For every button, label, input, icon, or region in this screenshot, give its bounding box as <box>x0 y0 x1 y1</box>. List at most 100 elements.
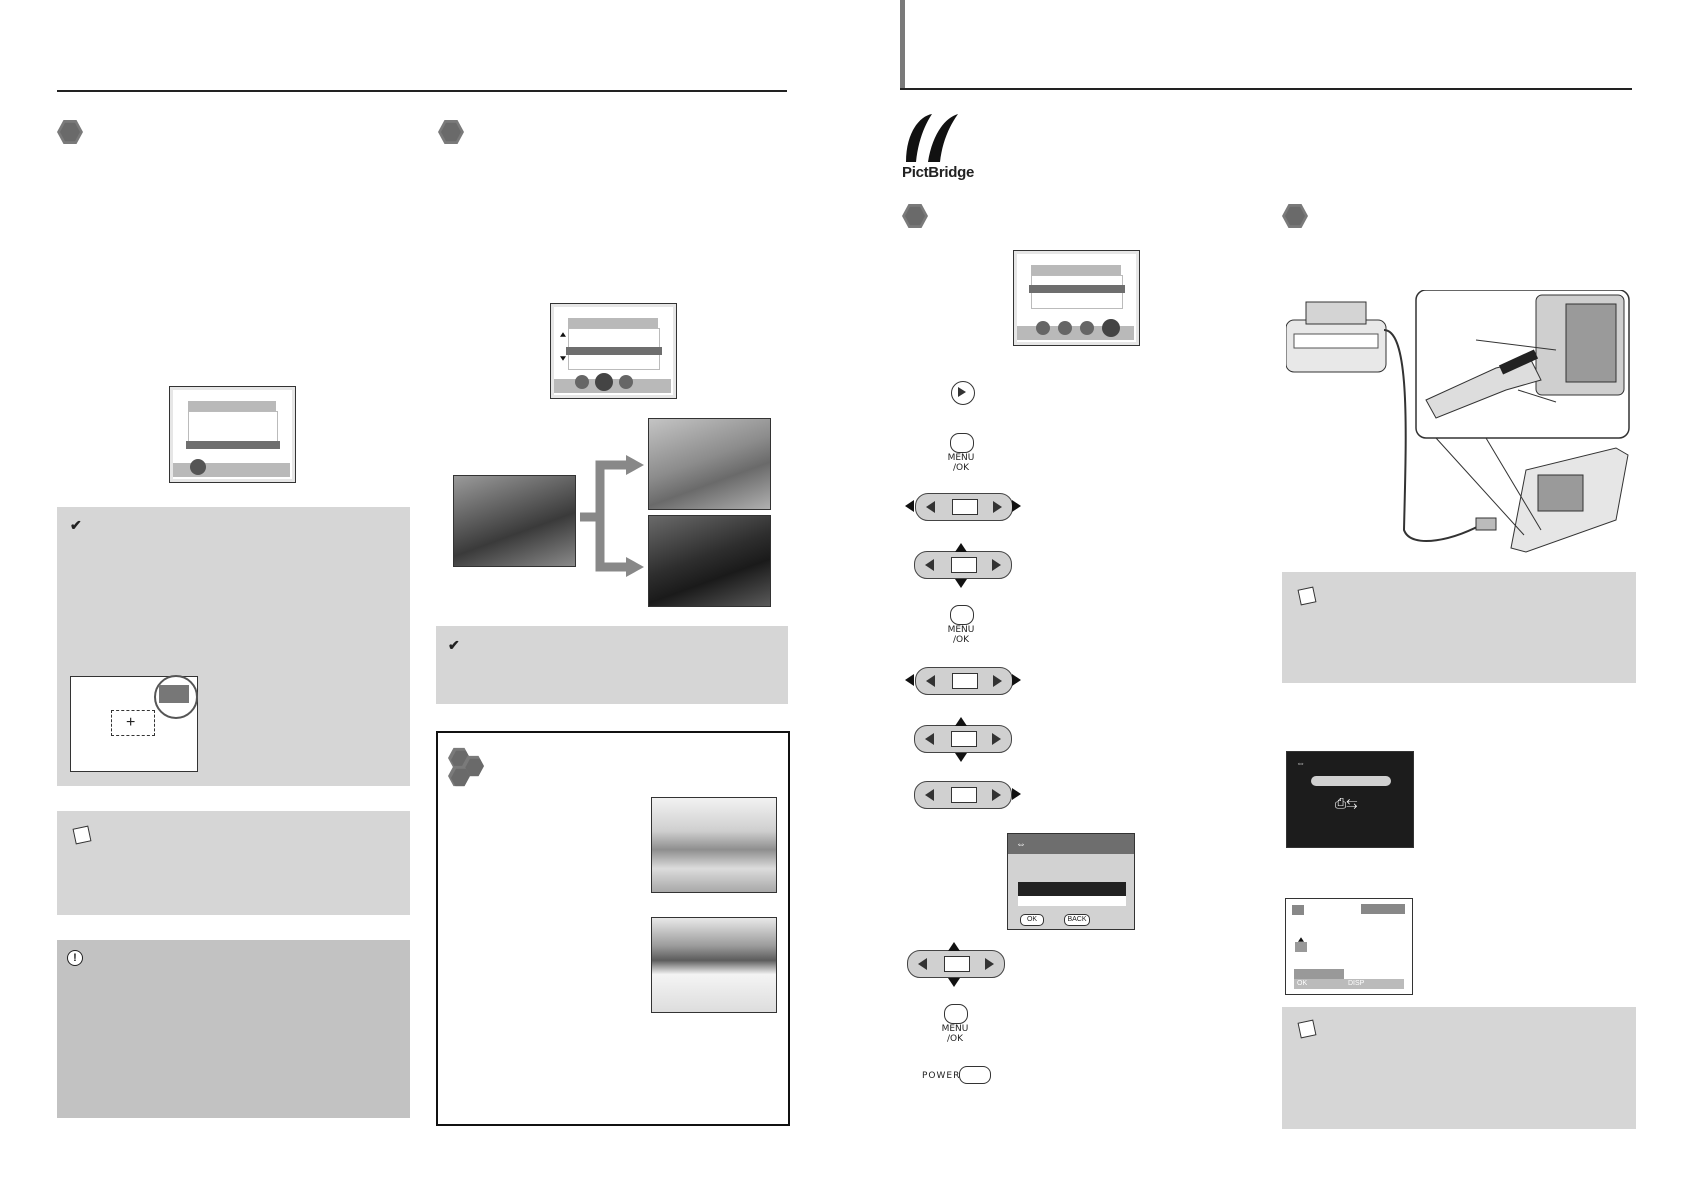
lcd-usb-back-button: BACK <box>1064 914 1090 926</box>
lcd-count-bar <box>1361 904 1405 914</box>
menu-ok-label-3: MENU /OK <box>941 1024 969 1044</box>
lcd-menu-screen-2 <box>550 303 677 399</box>
tip-hex-icon-b <box>462 755 484 777</box>
pictbridge-logo-text: PictBridge <box>902 164 975 181</box>
check-box-panel: ✔ + <box>57 507 410 786</box>
dpad-leftright-1[interactable] <box>915 493 1013 521</box>
left-header-rule <box>57 90 787 92</box>
usb-icon: ⇔ <box>1016 839 1026 850</box>
arrow-down-icon-3 <box>948 978 960 987</box>
arrow-right-icon-2 <box>1012 674 1021 686</box>
menu-ok-label-1: MENU /OK <box>947 453 975 473</box>
printer-connect-icon: ⎙⇆ <box>1335 795 1358 811</box>
lcd-tab-icon-set <box>1102 319 1120 337</box>
section-marker-icon <box>57 120 83 144</box>
lcd-title-bar-3 <box>1031 265 1121 275</box>
tip-frame-box <box>436 731 790 1126</box>
lcd-menu-area <box>188 411 278 443</box>
playback-button[interactable] <box>951 381 975 405</box>
menu-ok-button-2[interactable] <box>950 605 974 625</box>
scroll-up-icon <box>560 332 566 337</box>
section-marker-icon-3 <box>902 204 928 228</box>
lcd-qty-block <box>1295 942 1307 952</box>
lcd-tab-icon-b <box>595 373 613 391</box>
lcd-usb-ok-button: OK <box>1020 914 1044 926</box>
lcd-setup-menu-screen <box>1013 250 1140 346</box>
lcd-title-bar <box>188 401 276 411</box>
arrow-up-icon-2 <box>955 717 967 726</box>
section-marker-icon-2 <box>438 120 464 144</box>
lcd-footer-nav <box>1294 969 1344 979</box>
tip-hex-icon-c <box>448 765 470 787</box>
lcd-tab-icon-c <box>619 375 633 389</box>
sample-photo-portrait <box>651 797 777 893</box>
lcd-ok-label: OK <box>1297 980 1308 987</box>
section-marker-icon-4 <box>1282 204 1308 228</box>
lcd-selected-item-3 <box>1029 285 1125 293</box>
note-box-panel-left <box>57 811 410 915</box>
indicator-block-icon <box>159 685 189 703</box>
lcd-footer-bar <box>1294 979 1404 989</box>
arrow-down-icon-1 <box>955 579 967 588</box>
arrow-up-icon-1 <box>955 543 967 552</box>
usb-icon-2: ⇔ <box>1296 758 1305 768</box>
arrow-up-icon-3 <box>948 942 960 951</box>
lcd-connecting-screen: ⇔ ⎙⇆ <box>1286 751 1414 848</box>
right-header-bar <box>900 0 905 90</box>
lcd-arrow-up-icon <box>1298 937 1304 942</box>
highlight-circle-icon <box>154 675 198 719</box>
dpad-updown-3[interactable] <box>907 950 1005 978</box>
menu-ok-button-3[interactable] <box>944 1004 968 1024</box>
lcd-tab-icon-f <box>1080 321 1094 335</box>
focus-cross-icon: + <box>126 714 136 731</box>
note-icon-3 <box>1297 1019 1317 1039</box>
dpad-leftright-2[interactable] <box>915 667 1013 695</box>
lcd-progress-bar <box>1311 776 1391 786</box>
sample-photo-snow <box>651 917 777 1013</box>
lcd-tab-icon-e <box>1058 321 1072 335</box>
lcd-tab-icon-d <box>1036 321 1050 335</box>
arrow-left-icon-1 <box>905 500 914 512</box>
lcd-usb-option-2 <box>1018 896 1126 906</box>
menu-ok-button-1[interactable] <box>950 433 974 453</box>
caution-icon: ! <box>67 950 83 966</box>
dpad-updown-2[interactable] <box>914 725 1012 753</box>
note-box-panel-right-1 <box>1282 572 1636 683</box>
note-icon-2 <box>1297 586 1317 606</box>
sample-photo-original <box>453 475 576 567</box>
focus-frame-icon <box>111 710 155 736</box>
lcd-usb-mode-screen: ⇔ OK BACK <box>1007 833 1135 930</box>
power-label: POWER <box>922 1071 961 1081</box>
note-icon <box>72 825 92 845</box>
power-button[interactable] <box>959 1066 991 1084</box>
playback-icon <box>958 387 966 397</box>
arrow-left-icon-2 <box>905 674 914 686</box>
check-icon-2: ✔ <box>448 637 460 653</box>
check-box-panel-2: ✔ <box>436 626 788 704</box>
arrow-down-icon-2 <box>955 753 967 762</box>
lcd-menu-screen-1 <box>169 386 296 483</box>
right-header-rule <box>900 88 1632 90</box>
arrow-right-icon-1 <box>1012 500 1021 512</box>
caution-box-panel: ! <box>57 940 410 1118</box>
lcd-disp-label: DISP <box>1348 980 1365 987</box>
menu-ok-label-2: MENU /OK <box>947 625 975 645</box>
note-box-panel-right-2 <box>1282 1007 1636 1129</box>
lcd-usb-top-bar <box>1008 834 1134 854</box>
dpad-updown-1[interactable] <box>914 551 1012 579</box>
lcd-usb-option-1 <box>1018 882 1126 896</box>
sample-photo-variant-2 <box>648 515 771 607</box>
printer-connection-illustration <box>1286 290 1630 553</box>
arrow-right-icon-3 <box>1012 788 1021 800</box>
sample-photo-variant-1 <box>648 418 771 510</box>
dpad-right-3[interactable] <box>914 781 1012 809</box>
lcd-selected-item <box>186 441 280 449</box>
lcd-focus-screen: + <box>70 675 198 772</box>
scroll-down-icon <box>560 356 566 361</box>
lcd-mode-icon <box>1292 905 1304 915</box>
pictbridge-logo-icon <box>906 114 958 162</box>
lcd-title-bar-2 <box>568 318 658 328</box>
check-icon: ✔ <box>70 517 82 533</box>
lcd-print-setting-screen: OK DISP <box>1285 898 1413 995</box>
lcd-selected-item-2 <box>566 347 662 355</box>
